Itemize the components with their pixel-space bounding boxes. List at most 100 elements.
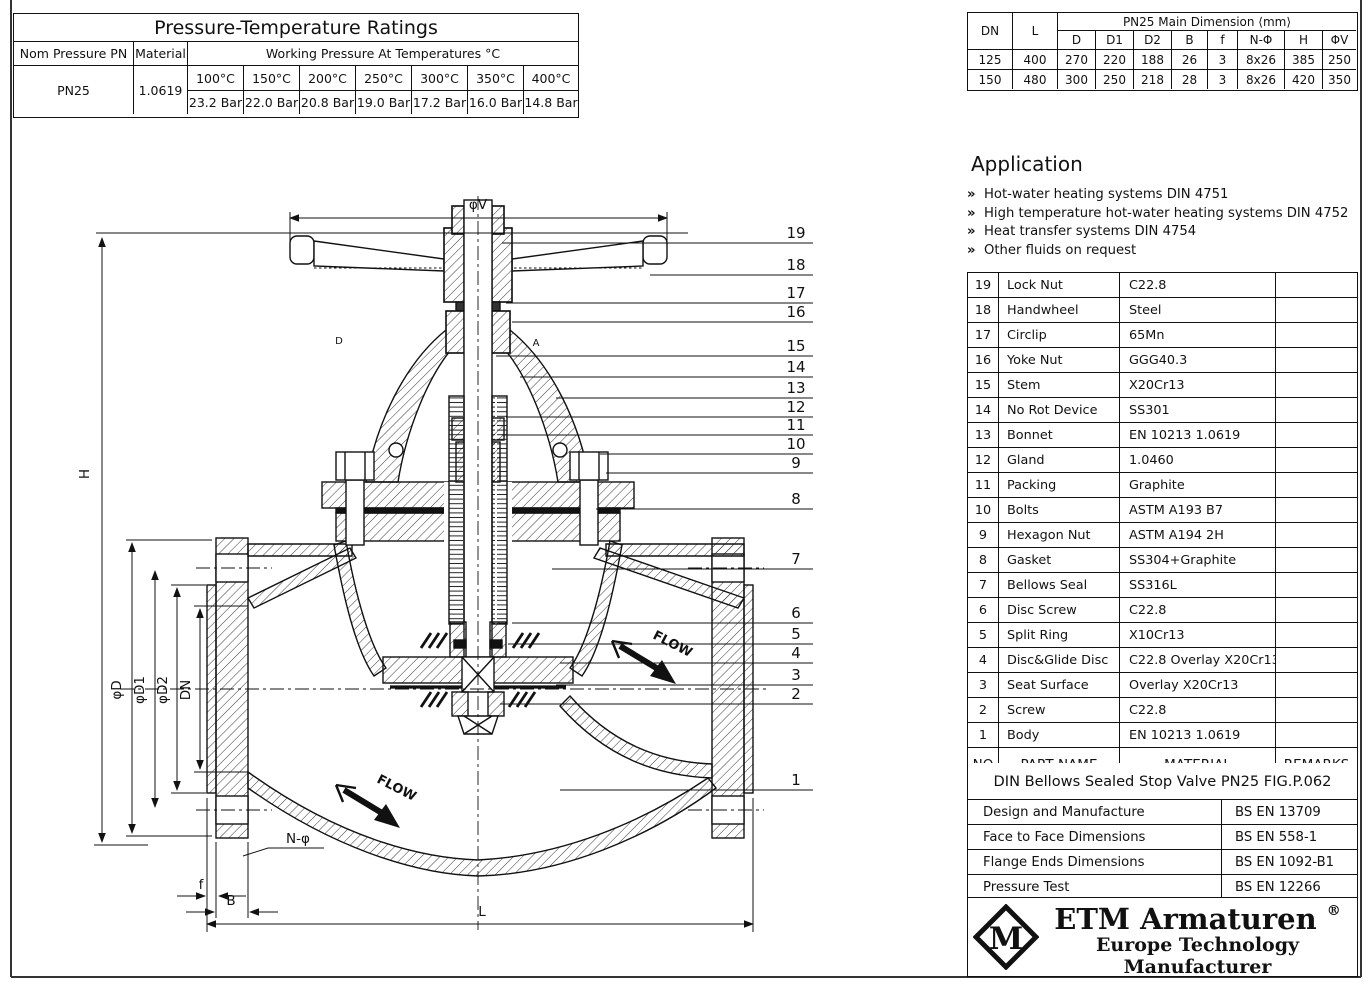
dim-col-header: D — [1058, 31, 1096, 50]
part-material: ASTM A194 2H — [1120, 523, 1276, 547]
part-remarks — [1276, 623, 1357, 647]
dim-data-cell: 8x26 — [1238, 70, 1285, 89]
callout-number: 16 — [786, 303, 805, 321]
callout-number: 13 — [786, 379, 805, 397]
standard-label: Face to Face Dimensions — [968, 825, 1222, 849]
part-remarks — [1276, 398, 1357, 422]
brand-subtitle: Europe Technology Manufacturer — [1095, 934, 1300, 978]
part-name: Handwheel — [999, 298, 1120, 322]
dim-data-cell: 8x26 — [1238, 50, 1285, 70]
dim-col-header: N-Φ — [1238, 31, 1285, 50]
dim-phi-d1: φD1 — [132, 676, 148, 704]
part-remarks — [1276, 673, 1357, 697]
callout-number: 1 — [791, 771, 801, 789]
dim-data-cell: 400 — [1013, 50, 1058, 70]
part-remarks — [1276, 273, 1357, 297]
part-name: Bonnet — [999, 423, 1120, 447]
part-remarks — [1276, 473, 1357, 497]
part-material: C22.8 — [1120, 598, 1276, 622]
dim-data-cell: 188 — [1134, 50, 1172, 70]
part-remarks — [1276, 548, 1357, 572]
callout-number: 10 — [786, 435, 805, 453]
part-no: 9 — [968, 523, 999, 547]
callout-number: 15 — [786, 337, 805, 355]
dim-data-cell: 125 — [968, 50, 1013, 70]
cast-mark-d: D — [335, 336, 343, 347]
part-material: SS304+Graphite — [1120, 548, 1276, 572]
part-name: No Rot Device — [999, 398, 1120, 422]
part-remarks — [1276, 423, 1357, 447]
part-material: Graphite — [1120, 473, 1276, 497]
pt-table-title: Pressure-Temperature Ratings — [14, 14, 578, 42]
pt-working-header: Working Pressure At Temperatures °C — [188, 42, 578, 66]
part-remarks — [1276, 648, 1357, 672]
part-no: 17 — [968, 323, 999, 347]
part-remarks — [1276, 573, 1357, 597]
pt-material-header: Material — [134, 42, 188, 66]
application-item-text: Heat transfer systems DIN 4754 — [984, 224, 1197, 240]
part-remarks — [1276, 723, 1357, 747]
pt-pressure-cell: 23.2 Bar — [188, 91, 244, 114]
part-name: Disc Screw — [999, 598, 1120, 622]
dim-phi-d2: φD2 — [155, 676, 171, 704]
part-remarks — [1276, 448, 1357, 472]
standard-value: BS EN 12266 — [1235, 879, 1321, 895]
callout-number: 17 — [786, 284, 805, 302]
part-name: Stem — [999, 373, 1120, 397]
chevron-bullet-icon: » — [967, 242, 976, 258]
part-no: 14 — [968, 398, 999, 422]
brand-block: M ETM Armaturen ® Europe Technology Manu… — [967, 897, 1358, 978]
part-no: 12 — [968, 448, 999, 472]
dim-data-cell: 250 — [1323, 50, 1356, 70]
dim-dn-header: DN — [968, 13, 1013, 50]
dim-data-cell: 480 — [1013, 70, 1058, 89]
weld-marks — [419, 632, 541, 708]
cast-mark-a: A — [533, 338, 540, 349]
part-material: C22.8 Overlay X20Cr13 — [1120, 648, 1276, 672]
part-material: SS316L — [1120, 573, 1276, 597]
chevron-bullet-icon: » — [967, 205, 976, 221]
pt-nom-pressure-value: PN25 — [14, 66, 134, 114]
etm-logo-icon: M — [968, 904, 1044, 970]
standard-label: Flange Ends Dimensions — [968, 850, 1222, 874]
dim-data-cell: 218 — [1134, 70, 1172, 89]
callout-number: 14 — [786, 358, 805, 376]
dim-data-cell: 420 — [1285, 70, 1323, 89]
application-item-text: Other fluids on request — [984, 242, 1137, 258]
svg-text:M: M — [989, 921, 1023, 957]
application-item: »Heat transfer systems DIN 4754 — [967, 223, 1358, 242]
dim-phi-d: φD — [109, 680, 125, 699]
part-no: 19 — [968, 273, 999, 297]
title-block: DIN Bellows Sealed Stop Valve PN25 FIG.P… — [967, 763, 1358, 900]
part-material: GGG40.3 — [1120, 348, 1276, 372]
pt-temp-cell: 400°C — [524, 66, 578, 91]
dim-l-header: L — [1013, 13, 1058, 50]
standard-value: BS EN 13709 — [1235, 804, 1321, 820]
part-remarks — [1276, 298, 1357, 322]
dim-phi-v: φV — [469, 197, 488, 213]
dim-data-cell: 300 — [1058, 70, 1096, 89]
sheet-border — [10, 0, 1362, 978]
pt-temp-cell: 100°C — [188, 66, 244, 91]
callout-number: 8 — [791, 490, 801, 508]
dim-b: B — [226, 893, 235, 909]
callout-number: 4 — [791, 644, 801, 662]
callout-number: 2 — [791, 685, 801, 703]
part-material: X10Cr13 — [1120, 623, 1276, 647]
part-remarks — [1276, 598, 1357, 622]
part-material: 1.0460 — [1120, 448, 1276, 472]
part-name: Split Ring — [999, 623, 1120, 647]
pt-pressure-cell: 14.8 Bar — [524, 95, 578, 110]
flow-label-outlet: FLOW — [374, 772, 418, 804]
callout-number: 11 — [786, 416, 805, 434]
